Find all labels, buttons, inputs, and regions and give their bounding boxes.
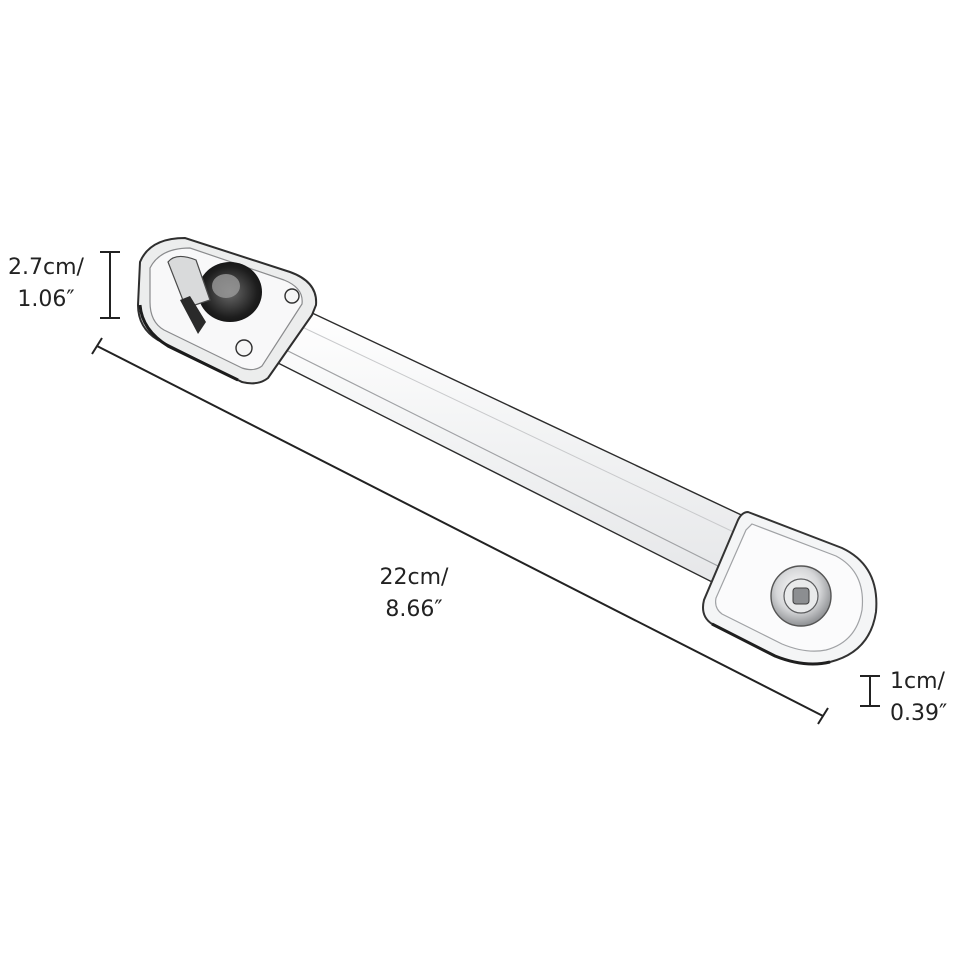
strap <box>274 311 753 586</box>
width-label: 1cm/ 0.39″ <box>890 666 963 730</box>
anchor-pad <box>702 510 878 666</box>
length-label: 22cm/ 8.66″ <box>368 562 460 626</box>
latch-housing <box>136 236 318 385</box>
height-dimension-line <box>100 251 120 319</box>
height-metric: 2.7cm/ <box>8 255 84 280</box>
length-dimension-line <box>91 337 829 725</box>
width-metric: 1cm/ <box>890 669 945 694</box>
height-imperial: 1.06″ <box>17 287 75 312</box>
width-dimension-line <box>860 675 880 707</box>
length-imperial: 8.66″ <box>385 597 443 622</box>
height-label: 2.7cm/ 1.06″ <box>0 252 92 316</box>
width-imperial: 0.39″ <box>890 701 948 726</box>
length-metric: 22cm/ <box>379 565 449 590</box>
